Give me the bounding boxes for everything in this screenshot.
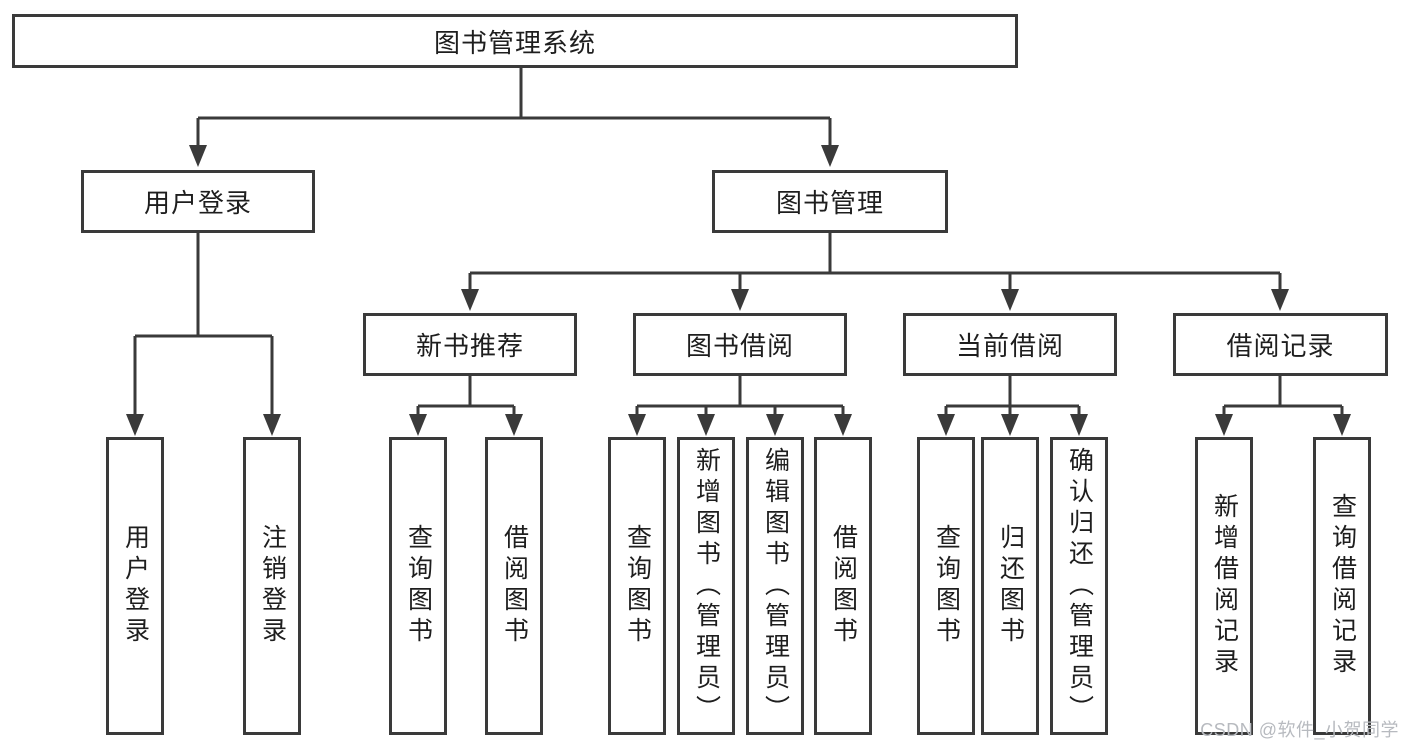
node-records-query-borrow-record: 查询借阅记录	[1313, 437, 1371, 735]
node-label: 图书借阅	[685, 331, 794, 361]
node-new-book-recommend: 新书推荐	[363, 313, 577, 376]
node-label: 新增图书（管理员）	[692, 446, 721, 726]
node-current-borrowing: 当前借阅	[903, 313, 1117, 376]
node-recommend-borrow-books: 借阅图书	[485, 437, 543, 735]
node-borrowing-records: 借阅记录	[1173, 313, 1388, 376]
node-label: 图书管理系统	[433, 27, 596, 58]
node-logout-login: 注销登录	[243, 437, 301, 735]
node-label: 查询借阅记录	[1328, 493, 1357, 679]
node-user-login: 用户登录	[81, 170, 315, 233]
watermark: CSDN @软件_小贺同学	[1200, 720, 1399, 740]
node-label: 查询图书	[932, 524, 961, 648]
node-book-borrowing: 图书借阅	[633, 313, 847, 376]
node-label: 注销登录	[258, 524, 287, 648]
node-current-confirm-return-admin: 确认归还（管理员）	[1050, 437, 1108, 735]
node-label: 编辑图书（管理员）	[761, 446, 790, 726]
node-records-add-borrow-record: 新增借阅记录	[1195, 437, 1253, 735]
node-label: 查询图书	[404, 524, 433, 648]
node-label: 当前借阅	[955, 331, 1064, 361]
node-borrowing-query-books: 查询图书	[608, 437, 666, 735]
node-label: 确认归还（管理员）	[1065, 446, 1094, 726]
node-borrowing-borrow-books: 借阅图书	[814, 437, 872, 735]
node-label: 查询图书	[623, 524, 652, 648]
node-library-management-system: 图书管理系统	[12, 14, 1018, 68]
node-label: 归还图书	[996, 524, 1025, 648]
node-label: 借阅图书	[829, 524, 858, 648]
node-label: 新增借阅记录	[1210, 493, 1239, 679]
node-label: 图书管理	[775, 188, 884, 218]
node-label: 借阅图书	[500, 524, 529, 648]
node-recommend-query-books: 查询图书	[389, 437, 447, 735]
node-label: 用户登录	[143, 188, 252, 218]
node-label: 用户登录	[121, 524, 150, 648]
node-current-return-books: 归还图书	[981, 437, 1039, 735]
node-borrowing-edit-books-admin: 编辑图书（管理员）	[746, 437, 804, 735]
node-label: 新书推荐	[415, 331, 524, 361]
node-book-management: 图书管理	[712, 170, 948, 233]
node-borrowing-add-books-admin: 新增图书（管理员）	[677, 437, 735, 735]
node-current-query-books: 查询图书	[917, 437, 975, 735]
node-label: 借阅记录	[1226, 331, 1335, 361]
arrowhead-icons	[126, 145, 1351, 436]
node-user-login-leaf: 用户登录	[106, 437, 164, 735]
